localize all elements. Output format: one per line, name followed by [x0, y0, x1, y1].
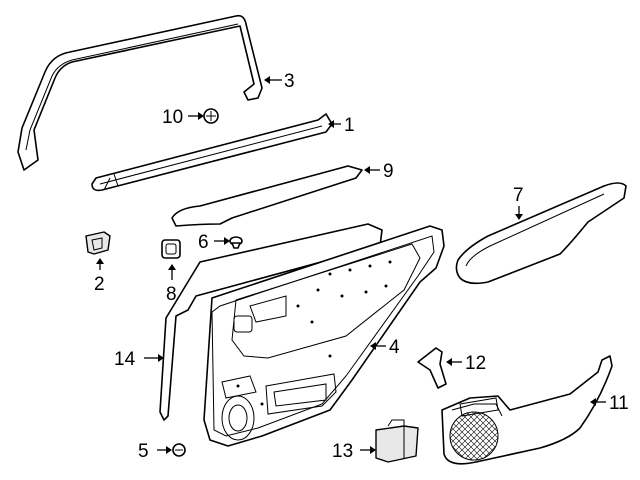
callout-7: 7: [513, 185, 524, 206]
part-3-window-frame: [17, 14, 263, 171]
callout-11: 11: [609, 393, 629, 414]
part-1-belt-molding: [91, 113, 333, 192]
callout-1: 1: [344, 115, 355, 136]
callout-6: 6: [198, 232, 209, 253]
part-10-fastener: [203, 108, 219, 124]
part-5-screw: [172, 443, 186, 457]
part-9-upper-trim: [171, 165, 363, 227]
callout-12: 12: [465, 353, 486, 374]
callout-5: 5: [138, 441, 149, 462]
callout-14: 14: [114, 349, 136, 370]
callout-9: 9: [383, 161, 394, 182]
callout-13: 13: [332, 441, 353, 462]
part-12-trim-piece: [417, 347, 447, 389]
part-7-armrest-pad: [455, 182, 627, 285]
part-8-bezel: [161, 239, 181, 259]
leader-lines: [96, 76, 606, 454]
callout-3: 3: [284, 71, 295, 92]
part-13-module: [375, 419, 419, 463]
callout-4: 4: [389, 337, 400, 358]
part-11-lower-panel: [441, 355, 613, 465]
part-6-clip: [229, 236, 243, 249]
part-4-door-panel: [203, 225, 445, 447]
callout-labels: 3 1 10 9 7 6 2 8 4 14 12 11 5 13: [94, 71, 629, 462]
part-2-handle-insert: [85, 231, 111, 255]
callout-2: 2: [94, 274, 105, 295]
part-14-water-shield: [159, 223, 383, 421]
callout-10: 10: [162, 107, 183, 128]
callout-8: 8: [166, 284, 177, 305]
